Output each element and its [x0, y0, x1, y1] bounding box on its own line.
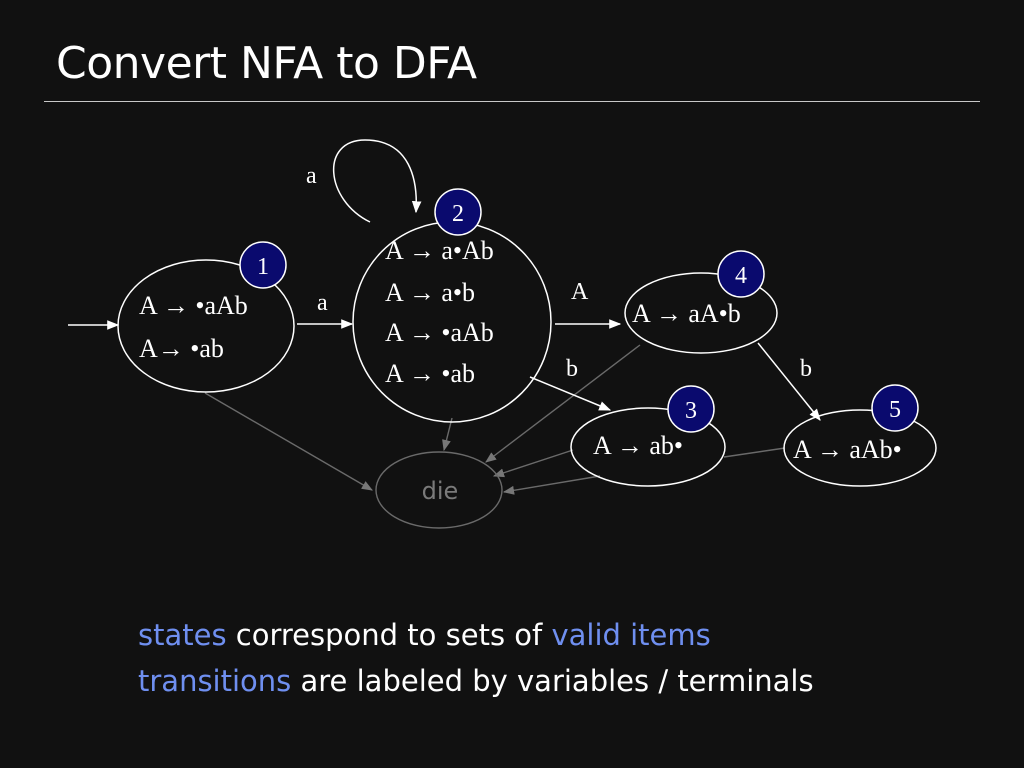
state-3-number: 3	[685, 398, 697, 424]
slide-footer: states correspond to sets of valid items…	[138, 612, 814, 704]
edge-label-2-2: a	[306, 163, 317, 189]
edge-5-die	[723, 447, 786, 458]
footer-text-1: correspond to sets of	[226, 618, 552, 652]
transitions	[68, 139, 821, 421]
edge-label-1-2: a	[317, 290, 328, 316]
footer-line-2: transitions are labeled by variables / t…	[138, 658, 814, 704]
state-2-item-4: A → •ab	[385, 359, 475, 388]
edge-3-die-b	[502, 475, 601, 495]
state-5-number: 5	[889, 397, 901, 423]
dead-state-label: die	[422, 477, 459, 505]
footer-line-1: states correspond to sets of valid items	[138, 612, 814, 658]
dead-transitions	[204, 344, 786, 495]
state-3-item-1: A → ab•	[593, 431, 683, 460]
edge-4-die	[485, 344, 641, 463]
edge-label-2-4: A	[571, 279, 589, 305]
state-3: A → ab• 3	[570, 385, 726, 487]
edge-3-die-a	[492, 449, 574, 478]
edge-1-die	[204, 392, 373, 491]
state-2-badge	[434, 188, 482, 236]
footer-text-2: are labeled by variables / terminals	[291, 664, 814, 698]
state-2: A → a•Ab A → a•b A → •aAb A → •ab 2	[352, 188, 552, 423]
edge-label-2-3: b	[566, 356, 578, 382]
edge-label-4-5: b	[800, 356, 812, 382]
state-1-badge	[239, 241, 287, 289]
footer-highlight-states: states	[138, 618, 227, 652]
dead-state	[375, 451, 503, 529]
state-2-number: 2	[452, 201, 464, 227]
state-5-badge	[871, 384, 919, 432]
state-4: A → aA•b 4	[624, 250, 778, 354]
footer-highlight-valid-items: valid items	[551, 618, 711, 652]
state-4-number: 4	[735, 263, 747, 289]
edge-2-3	[529, 376, 612, 411]
slide-title: Convert NFA to DFA	[56, 38, 477, 89]
state-1: A → •aAb A→ •ab 1	[117, 241, 295, 393]
state-1-number: 1	[257, 254, 269, 280]
state-4-item-1: A → aA•b	[632, 299, 741, 328]
state-2-item-1: A → a•Ab	[385, 236, 494, 265]
title-divider	[44, 101, 980, 102]
edge-2-2-loop	[332, 139, 422, 223]
edge-2-die	[442, 417, 453, 452]
state-3-badge	[667, 385, 715, 433]
edge-4-5	[757, 342, 821, 421]
state-5-item-1: A → aAb•	[793, 435, 902, 464]
state-5: A → aAb• 5	[783, 384, 937, 487]
state-2-item-2: A → a•b	[385, 278, 475, 307]
state-1-item-1: A → •aAb	[139, 291, 248, 320]
footer-highlight-transitions: transitions	[138, 664, 292, 698]
state-2-item-3: A → •aAb	[385, 318, 494, 347]
state-4-badge	[717, 250, 765, 298]
state-1-item-2: A→ •ab	[139, 334, 224, 363]
